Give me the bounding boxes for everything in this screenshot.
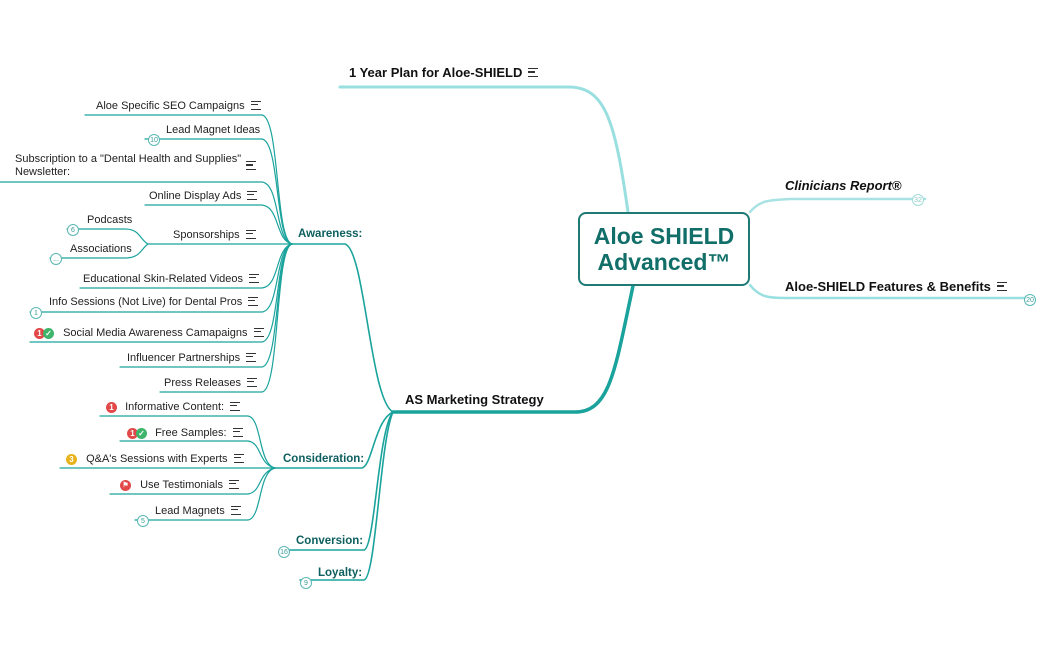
item-newsletter-subscription[interactable]: Subscription to a "Dental Health and Sup… bbox=[15, 153, 241, 179]
note-icon[interactable] bbox=[248, 296, 259, 306]
item-label-line-1: Subscription to a "Dental Health and Sup… bbox=[15, 153, 242, 165]
link-conversion bbox=[279, 411, 394, 551]
link-strategy bbox=[391, 284, 635, 414]
item-seo-campaigns[interactable]: Aloe Specific SEO Campaigns bbox=[96, 100, 261, 113]
item-label: Lead Magnet Ideas bbox=[166, 124, 261, 136]
link-loyalty bbox=[299, 411, 394, 581]
item-lead-magnets[interactable]: Lead Magnets bbox=[155, 505, 241, 518]
item-label: Informative Content: bbox=[125, 401, 225, 413]
item-label: Free Samples: bbox=[155, 427, 227, 439]
priority-icon: 1 bbox=[34, 327, 45, 339]
item-online-display-ads[interactable]: Online Display Ads bbox=[149, 190, 258, 203]
item-label: Associations bbox=[70, 243, 132, 255]
topic-features-label: Aloe-SHIELD Features & Benefits bbox=[785, 279, 991, 294]
collapsed-count-badge[interactable]: 6 bbox=[67, 224, 79, 236]
note-icon[interactable] bbox=[253, 327, 264, 337]
stage-conversion[interactable]: Conversion: bbox=[296, 535, 364, 547]
item-info-sessions[interactable]: Info Sessions (Not Live) for Dental Pros bbox=[49, 296, 259, 309]
item-label: Aloe Specific SEO Campaigns bbox=[96, 100, 245, 112]
note-icon[interactable] bbox=[245, 229, 256, 239]
collapsed-count-badge[interactable]: 5 bbox=[137, 515, 149, 527]
note-icon[interactable] bbox=[233, 453, 244, 463]
note-icon[interactable] bbox=[232, 427, 243, 437]
note-icon[interactable] bbox=[247, 190, 258, 200]
collapsed-count-badge[interactable]: ... bbox=[50, 253, 62, 265]
topic-features-benefits[interactable]: Aloe-SHIELD Features & Benefits bbox=[785, 280, 1007, 293]
item-label: Online Display Ads bbox=[149, 190, 242, 202]
collapsed-count-badge[interactable]: 9 bbox=[300, 577, 312, 589]
item-label: Use Testimonials bbox=[140, 479, 224, 491]
topic-marketing-strategy[interactable]: AS Marketing Strategy bbox=[405, 392, 544, 407]
item-qa-sessions[interactable]: 3 Q&A's Sessions with Experts bbox=[66, 453, 244, 466]
item-sponsorships[interactable]: Sponsorships bbox=[173, 229, 256, 242]
link-clinicians bbox=[748, 197, 927, 214]
note-icon[interactable] bbox=[247, 377, 258, 387]
link-consideration bbox=[274, 411, 394, 469]
item-label: Podcasts bbox=[87, 214, 133, 226]
priority-icon: 1 bbox=[106, 401, 117, 413]
item-label-line-2: Newsletter: bbox=[15, 166, 71, 178]
item-social-media-campaigns[interactable]: 1✓ Social Media Awareness Camapaigns bbox=[34, 327, 264, 340]
item-lead-magnet-ideas[interactable]: Lead Magnet Ideas bbox=[166, 124, 260, 137]
item-influencer-partnerships[interactable]: Influencer Partnerships bbox=[127, 352, 257, 365]
item-label: Press Releases bbox=[164, 377, 242, 389]
flag-icon: ⚑ bbox=[120, 479, 131, 491]
item-press-releases[interactable]: Press Releases bbox=[164, 377, 258, 390]
topic-clinicians-report[interactable]: Clinicians Report® bbox=[785, 179, 902, 192]
collapsed-count-badge[interactable]: 20 bbox=[1024, 294, 1036, 306]
collapsed-count-badge[interactable]: 32 bbox=[912, 194, 924, 206]
link-awareness bbox=[291, 243, 394, 413]
checkmark-icon: ✓ bbox=[43, 327, 54, 339]
collapsed-count-badge[interactable]: 16 bbox=[278, 546, 290, 558]
note-icon[interactable] bbox=[528, 68, 539, 78]
note-icon[interactable] bbox=[229, 479, 240, 489]
note-icon[interactable] bbox=[230, 401, 241, 411]
central-line-2: Advanced™ bbox=[597, 249, 731, 275]
item-informative-content[interactable]: 1 Informative Content: bbox=[106, 401, 241, 414]
item-free-samples[interactable]: 1✓ Free Samples: bbox=[127, 427, 243, 440]
note-icon[interactable] bbox=[246, 352, 257, 362]
note-icon[interactable] bbox=[246, 161, 256, 170]
link-features bbox=[748, 283, 1032, 300]
item-label: Info Sessions (Not Live) for Dental Pros bbox=[49, 296, 243, 308]
stage-consideration[interactable]: Consideration: bbox=[283, 453, 365, 465]
item-educational-videos[interactable]: Educational Skin-Related Videos bbox=[83, 273, 260, 286]
item-label: Influencer Partnerships bbox=[127, 352, 241, 364]
topic-clinicians-label: Clinicians Report® bbox=[785, 178, 902, 193]
topic-year-plan-label: 1 Year Plan for Aloe-SHIELD bbox=[349, 65, 523, 80]
central-line-1: Aloe SHIELD bbox=[593, 223, 735, 249]
stage-loyalty[interactable]: Loyalty: bbox=[318, 567, 363, 579]
item-podcasts[interactable]: Podcasts bbox=[87, 214, 132, 227]
note-icon[interactable] bbox=[249, 273, 260, 283]
collapsed-count-badge[interactable]: 10 bbox=[148, 134, 160, 146]
item-label: Educational Skin-Related Videos bbox=[83, 273, 244, 285]
item-use-testimonials[interactable]: ⚑ Use Testimonials bbox=[120, 479, 240, 492]
item-label: Q&A's Sessions with Experts bbox=[86, 453, 228, 465]
note-icon[interactable] bbox=[230, 505, 241, 515]
note-icon[interactable] bbox=[996, 282, 1007, 292]
priority-icon: 1 bbox=[127, 427, 138, 439]
item-label: Lead Magnets bbox=[155, 505, 225, 517]
item-label: Sponsorships bbox=[173, 229, 240, 241]
link-plan bbox=[338, 85, 630, 214]
priority-three-icon: 3 bbox=[66, 453, 77, 465]
note-icon[interactable] bbox=[250, 100, 261, 110]
item-associations[interactable]: Associations bbox=[70, 243, 132, 256]
topic-year-plan[interactable]: 1 Year Plan for Aloe-SHIELD bbox=[349, 65, 539, 80]
central-topic[interactable]: Aloe SHIELD Advanced™ bbox=[578, 212, 750, 286]
item-label: Social Media Awareness Camapaigns bbox=[63, 327, 248, 339]
collapsed-count-badge[interactable]: 1 bbox=[30, 307, 42, 319]
stage-awareness[interactable]: Awareness: bbox=[298, 228, 363, 240]
checkmark-icon: ✓ bbox=[136, 427, 147, 439]
